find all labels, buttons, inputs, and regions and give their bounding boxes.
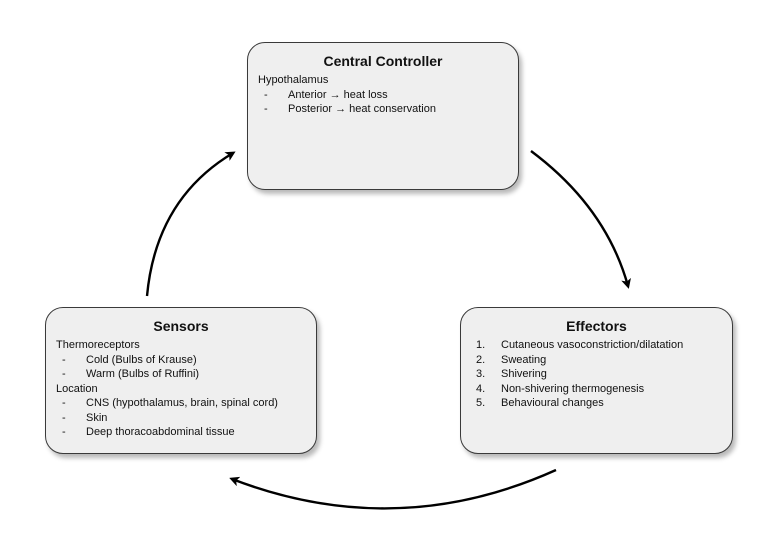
- central-controller-box: Central Controller Hypothalamus -Anterio…: [247, 42, 519, 190]
- effectors-list: 1.Cutaneous vasoconstriction/dilatation …: [471, 338, 722, 411]
- thermoreceptors-heading: Thermoreceptors: [56, 339, 140, 351]
- list-item: -CNS (hypothalamus, brain, spinal cord): [62, 397, 278, 409]
- list-item: -Cold (Bulbs of Krause): [62, 353, 197, 366]
- hypothalamus-heading: Hypothalamus: [258, 74, 329, 86]
- list-item: 1.Cutaneous vasoconstriction/dilatation: [476, 339, 684, 351]
- location-heading: Location: [56, 382, 98, 395]
- list-item: -Anterior → heat loss: [264, 88, 388, 101]
- effectors-box: Effectors 1.Cutaneous vasoconstriction/d…: [460, 307, 733, 454]
- sensors-title: Sensors: [153, 318, 209, 334]
- sensors-box: Sensors Thermoreceptors -Cold (Bulbs of …: [45, 307, 317, 454]
- list-item: 2.Sweating: [476, 353, 547, 366]
- hypothalamus-list: -Anterior → heat loss -Posterior → heat …: [258, 88, 508, 117]
- arrow-sensors-to-controller: [145, 151, 236, 297]
- list-item: -Skin: [62, 411, 108, 424]
- list-item: -Posterior → heat conservation: [264, 103, 436, 115]
- arrow-effectors-to-sensors: [229, 468, 557, 510]
- central-controller-title: Central Controller: [323, 53, 443, 69]
- list-item: -Deep thoracoabdominal tissue: [62, 426, 235, 438]
- location-list: -CNS (hypothalamus, brain, spinal cord) …: [56, 396, 306, 440]
- list-item: -Warm (Bulbs of Ruffini): [62, 368, 200, 380]
- arrow-controller-to-effectors: [530, 150, 631, 289]
- thermoreceptors-list: -Cold (Bulbs of Krause) -Warm (Bulbs of …: [56, 353, 306, 382]
- list-item: 3.Shivering: [476, 368, 547, 380]
- list-item: 4.Non-shivering thermogenesis: [476, 382, 645, 395]
- effectors-title: Effectors: [566, 318, 627, 334]
- list-item: 5.Behavioural changes: [476, 397, 604, 409]
